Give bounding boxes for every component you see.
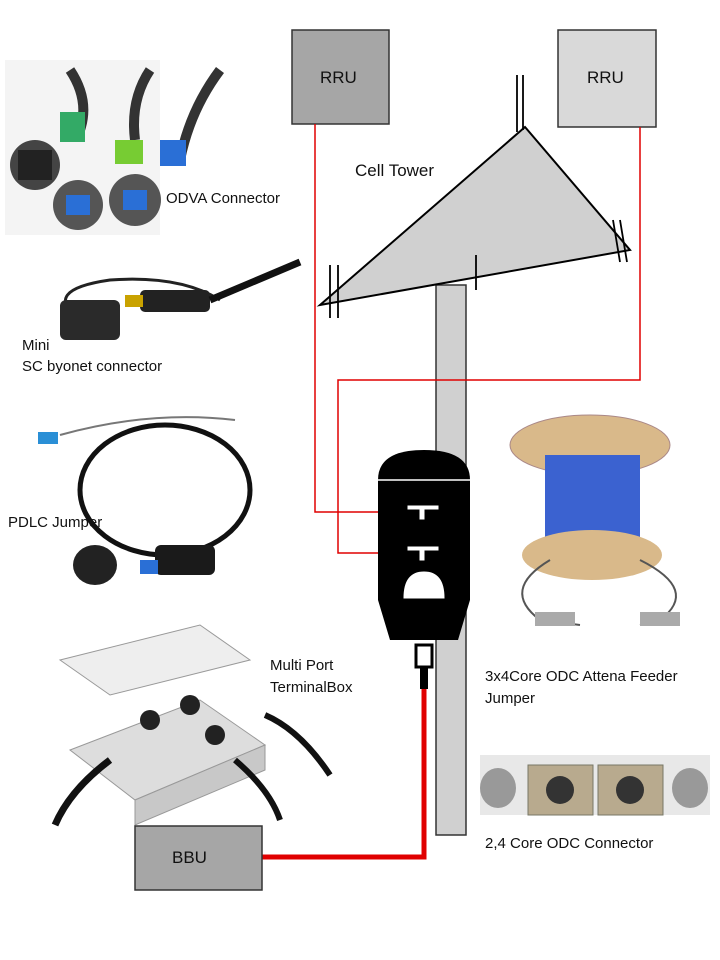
- odva-connector-photo: [5, 60, 225, 235]
- odva-label: ODVA Connector: [166, 190, 280, 207]
- terminal-label-2: TerminalBox: [270, 679, 353, 696]
- terminal-label-1: Multi Port: [270, 657, 334, 674]
- mini-label-2: SC byonet connector: [22, 358, 163, 375]
- fiber-bbu: [262, 689, 427, 860]
- bbu-box: [134, 825, 263, 891]
- rru-left-box: [291, 29, 390, 125]
- feeder-jumper-photo: [509, 414, 680, 626]
- odc-label: 2,4 Core ODC Connector: [485, 835, 654, 852]
- mini-sc-connector-photo: [60, 258, 302, 340]
- pdlc-label: PDLC Jumper: [8, 514, 103, 531]
- enclosure-connector: [414, 643, 434, 669]
- pdlc-jumper-photo: [38, 416, 253, 585]
- bbu-label: BBU: [172, 848, 207, 867]
- feeder-label-1: 3x4Core ODC Attena Feeder: [485, 668, 678, 685]
- mini-label-1: Mini: [22, 337, 50, 354]
- rru-left-label: RRU: [320, 68, 357, 87]
- fiber-rru-right: [337, 127, 641, 554]
- tower-triangle: [316, 125, 632, 307]
- feeder-label-2: Jumper: [485, 690, 536, 707]
- terminal-box-photo: [51, 624, 333, 827]
- splice-enclosure: [378, 450, 470, 640]
- rru-right-box: [557, 29, 657, 128]
- antenna-marks: [329, 75, 628, 318]
- cell-tower-label: Cell Tower: [355, 161, 435, 180]
- odc-connector-photo: [480, 755, 710, 816]
- rru-right-label: RRU: [587, 68, 624, 87]
